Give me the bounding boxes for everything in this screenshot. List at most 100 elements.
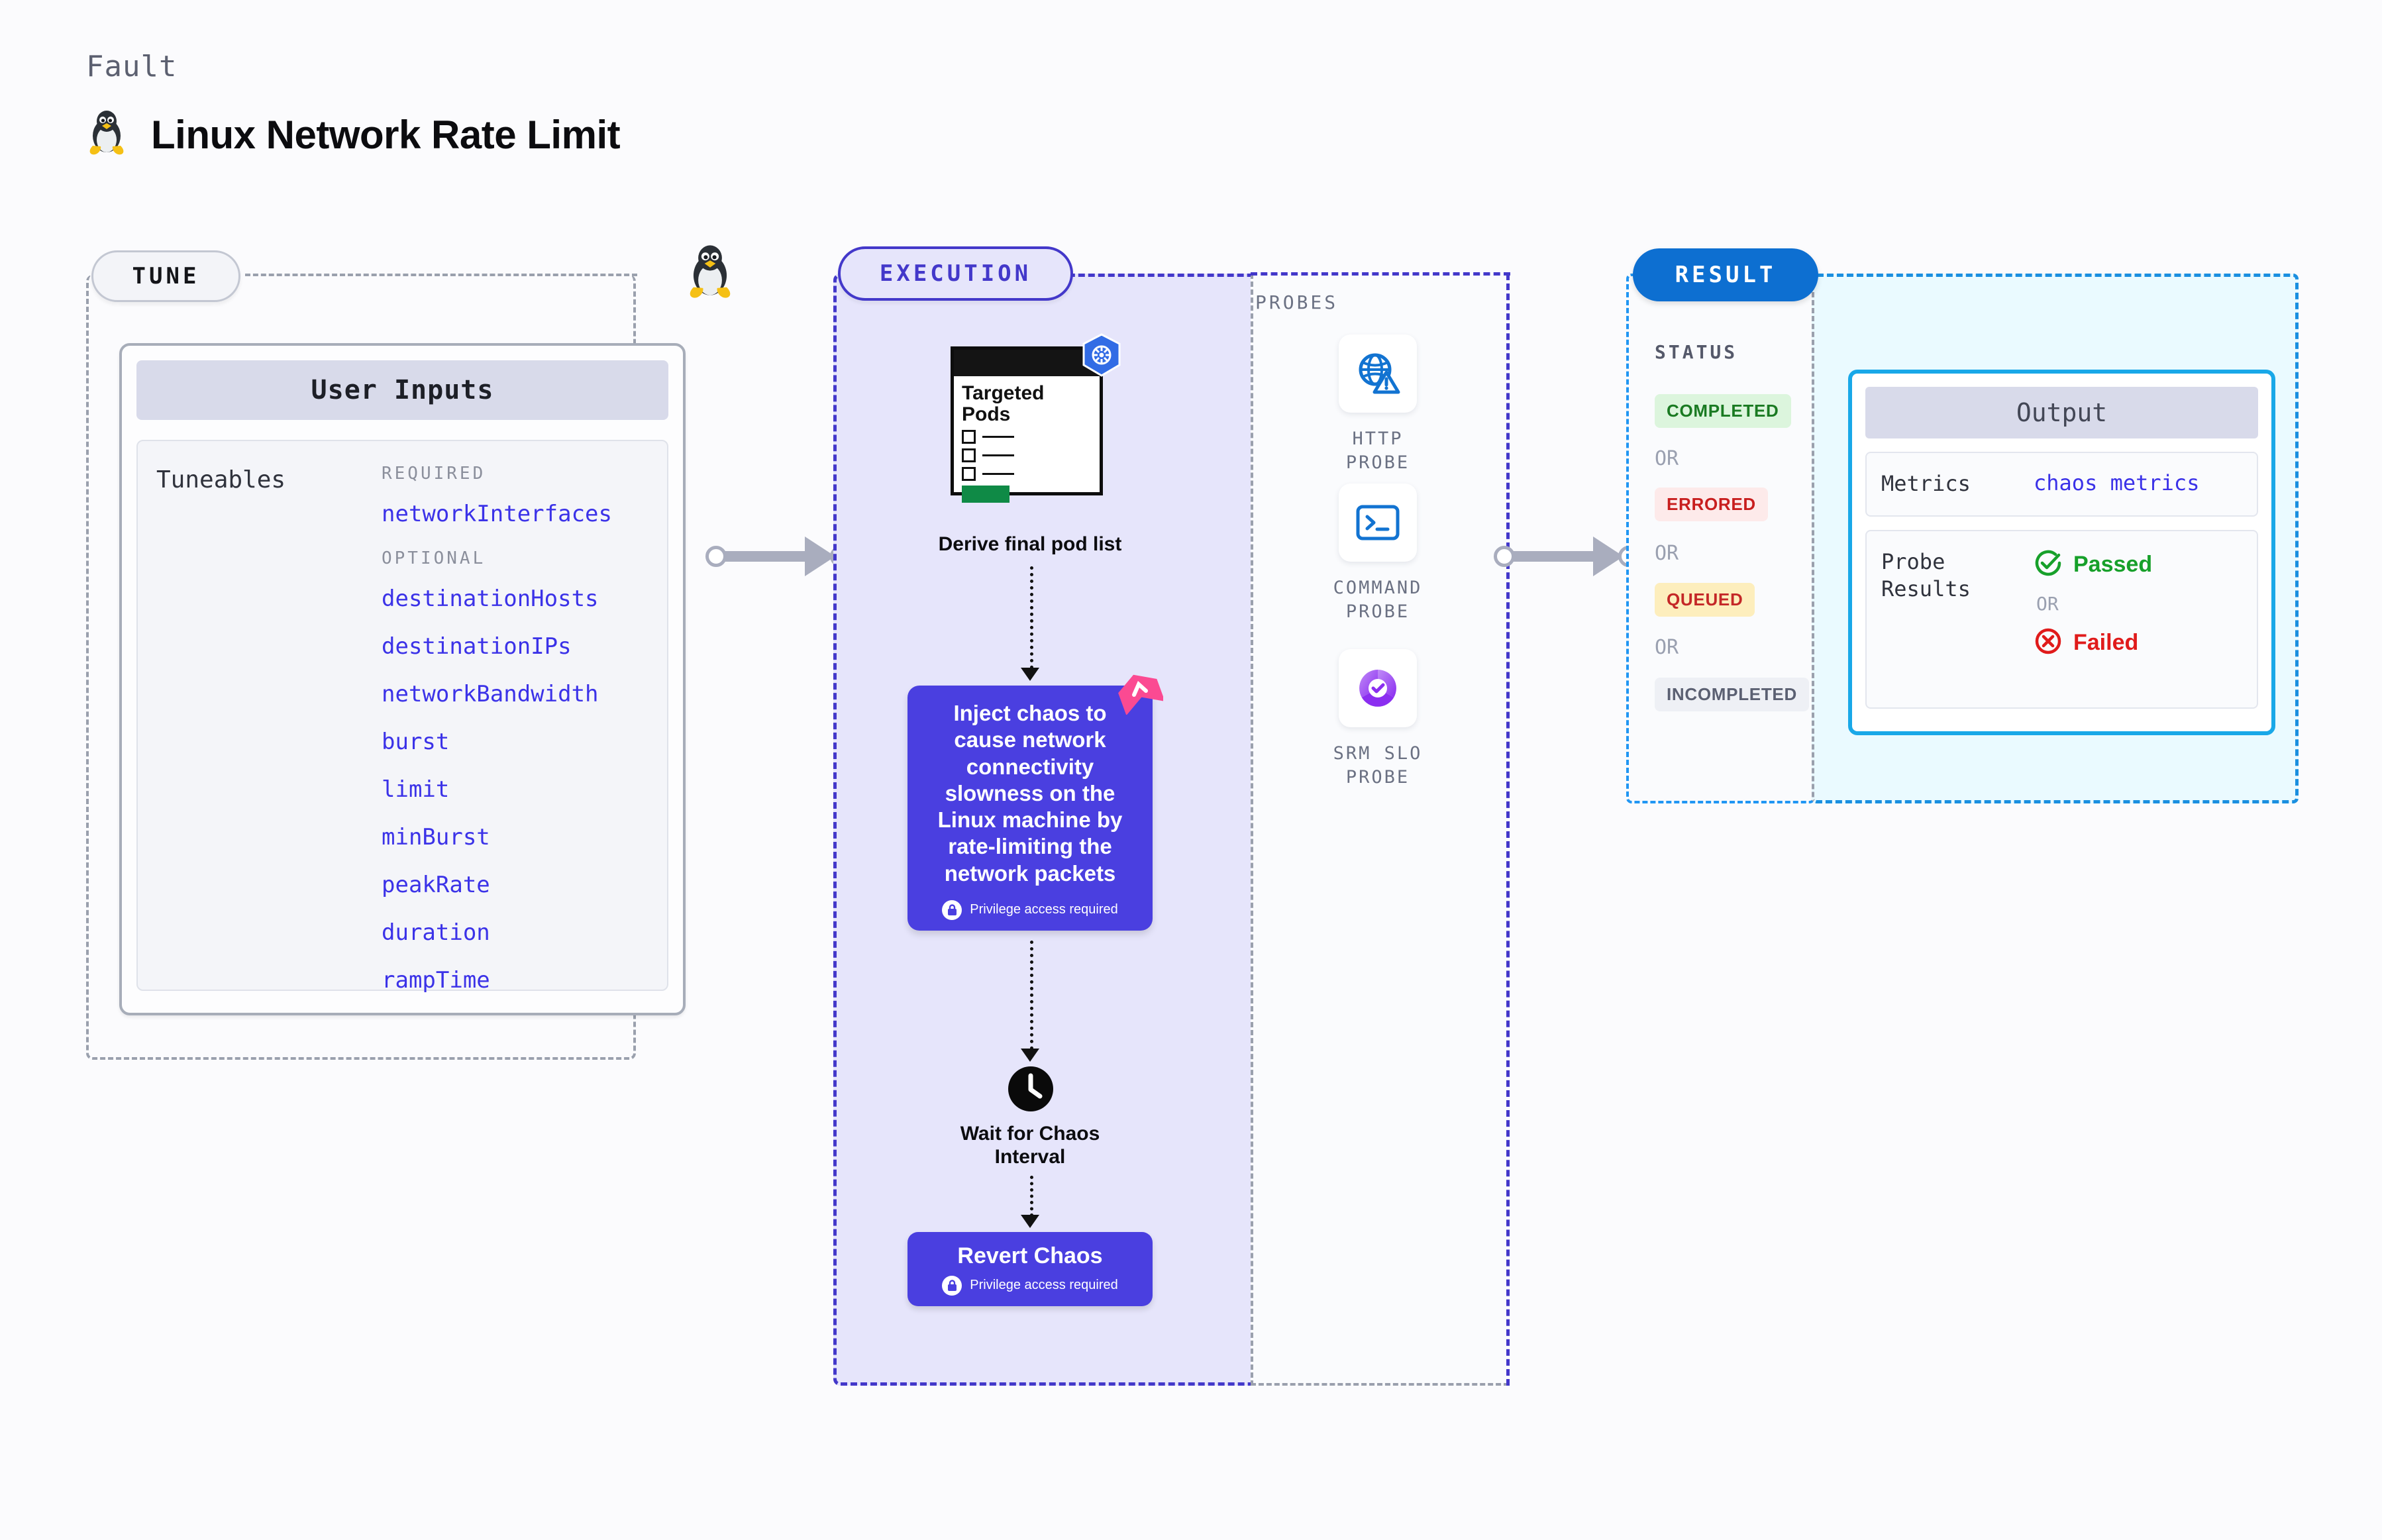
status-badge-errored: ERRORED: [1655, 488, 1768, 521]
execution-pill[interactable]: EXECUTION: [838, 246, 1073, 301]
probe-results-values: Passed OR Failed: [2034, 548, 2152, 659]
checkbox-icon: [962, 430, 976, 444]
probe-http[interactable]: HTTP PROBE: [1295, 334, 1461, 476]
tuneable-item[interactable]: burst: [382, 729, 450, 755]
result-pill[interactable]: RESULT: [1633, 248, 1818, 301]
probe-results-key-line2: Results: [1881, 576, 1971, 602]
derive-pod-list-caption: Derive final pod list: [938, 533, 1122, 555]
probe-result-failed: Failed: [2034, 627, 2152, 659]
tuneable-item[interactable]: minBurst: [382, 824, 490, 850]
probes-region-boundary: [1251, 274, 1509, 1386]
execution-region-right-edge: [1506, 274, 1510, 1386]
connector-line: [1030, 1176, 1033, 1217]
output-metrics-row: Metrics chaos metrics: [1865, 452, 2258, 517]
probe-command[interactable]: COMMAND PROBE: [1295, 484, 1461, 625]
linux-penguin-icon: [86, 109, 127, 160]
tuneable-item[interactable]: destinationIPs: [382, 633, 572, 660]
probe-result-passed: Passed: [2034, 548, 2152, 581]
pod-card-title-line1: Targeted: [962, 382, 1045, 404]
tuneables-label: Tuneables: [156, 466, 286, 493]
probe-label-line1: SRM SLO: [1333, 743, 1423, 764]
tuneable-item[interactable]: destinationHosts: [382, 586, 599, 612]
probes-label: PROBES: [1255, 291, 1339, 313]
pod-status-bar: [962, 486, 1010, 503]
pod-card-titlebar: [954, 350, 1100, 376]
probe-label-line1: COMMAND: [1333, 578, 1423, 598]
lock-icon: [942, 1275, 962, 1296]
checkbox-icon: [962, 467, 976, 481]
user-inputs-card: User Inputs Tuneables REQUIRED networkIn…: [119, 343, 686, 1015]
targeted-pods-card: Targeted Pods: [951, 346, 1103, 503]
output-probe-results-key: Probe Results: [1881, 548, 2034, 603]
or-separator: OR: [1655, 636, 1679, 659]
page-kicker: Fault: [86, 50, 178, 83]
page-title: Linux Network Rate Limit: [151, 113, 621, 157]
tune-pill[interactable]: TUNE: [91, 250, 240, 302]
probe-srm-slo[interactable]: SRM SLO PROBE: [1295, 649, 1461, 790]
output-probe-results-row: Probe Results Passed OR: [1865, 529, 2258, 709]
pod-card-title-line2: Pods: [962, 403, 1011, 425]
probe-failed-label: Failed: [2073, 629, 2139, 655]
page-header: Linux Network Rate Limit: [86, 109, 621, 160]
probe-srm-slo-label: SRM SLO PROBE: [1295, 742, 1461, 790]
output-header: Output: [1865, 387, 2258, 438]
probe-label-line2: PROBE: [1345, 452, 1410, 474]
flow-arrow-tune-to-execution: [705, 537, 851, 576]
tuneable-item[interactable]: duration: [382, 919, 490, 946]
probe-passed-label: Passed: [2073, 551, 2153, 577]
probe-label-line2: PROBE: [1345, 601, 1410, 623]
checkbox-icon: [962, 448, 976, 462]
pod-checklist: [954, 425, 1100, 481]
status-label: STATUS: [1655, 341, 1738, 363]
probes-region-top-edge: [1251, 272, 1510, 276]
tuneable-item[interactable]: peakRate: [382, 872, 490, 898]
probe-label-line2: PROBE: [1345, 767, 1410, 788]
user-inputs-header: User Inputs: [136, 360, 668, 420]
wait-caption-line2: Interval: [994, 1145, 1066, 1168]
clock-icon: [1007, 1065, 1055, 1113]
connector-line: [1030, 566, 1033, 669]
tuneables-list: REQUIRED networkInterfaces OPTIONAL dest…: [375, 464, 654, 994]
litmuschaos-logo-icon: [1117, 671, 1165, 718]
privilege-note: Privilege access required: [942, 1275, 1118, 1296]
or-separator: OR: [1655, 447, 1679, 470]
result-status-region-boundary: [1626, 274, 1815, 803]
pod-checklist-row: [962, 467, 1100, 481]
output-metrics-key: Metrics: [1881, 471, 1971, 496]
connector-arrowhead: [1021, 668, 1039, 681]
output-card: Output Metrics chaos metrics Probe Resul…: [1848, 370, 2275, 735]
status-badge-queued: QUEUED: [1655, 583, 1755, 617]
tuneable-item[interactable]: networkInterfaces: [382, 501, 612, 527]
revert-chaos-title: Revert Chaos: [957, 1243, 1103, 1268]
wait-for-chaos-caption: Wait for Chaos Interval: [917, 1123, 1143, 1168]
status-badge-incompleted: INCOMPLETED: [1655, 678, 1809, 711]
terminal-icon: [1339, 484, 1417, 562]
privilege-note: Privilege access required: [942, 899, 1118, 920]
privilege-note-text: Privilege access required: [970, 902, 1118, 917]
probe-http-label: HTTP PROBE: [1295, 427, 1461, 476]
globe-warning-icon: [1339, 334, 1417, 413]
tuneable-item[interactable]: limit: [382, 776, 450, 803]
tuneables-group-required-label: REQUIRED: [382, 464, 486, 484]
lock-icon: [942, 899, 962, 920]
tune-region-top-edge: [245, 274, 637, 276]
connector-arrowhead: [1021, 1049, 1039, 1062]
revert-chaos-node[interactable]: Revert Chaos Privilege access required: [907, 1232, 1153, 1306]
probe-label-line1: HTTP: [1352, 429, 1404, 449]
tuneable-item[interactable]: rampTime: [382, 967, 490, 994]
flow-arrow-execution-to-result: [1494, 537, 1639, 576]
linux-penguin-icon: [686, 244, 735, 309]
tuneable-item[interactable]: networkBandwidth: [382, 681, 599, 707]
pod-checklist-row: [962, 430, 1100, 444]
connector-line: [1030, 941, 1033, 1050]
check-circle-icon: [2034, 548, 2063, 581]
slo-donut-check-icon: [1339, 649, 1417, 727]
tuneables-group-optional-label: OPTIONAL: [382, 548, 486, 568]
inject-chaos-node[interactable]: Inject chaos to cause network connectivi…: [907, 674, 1165, 931]
probe-command-label: COMMAND PROBE: [1295, 576, 1461, 625]
connector-arrowhead: [1021, 1215, 1039, 1228]
output-metrics-value[interactable]: chaos metrics: [2034, 470, 2200, 495]
privilege-note-text: Privilege access required: [970, 1278, 1118, 1292]
wait-caption-line1: Wait for Chaos: [960, 1123, 1100, 1145]
